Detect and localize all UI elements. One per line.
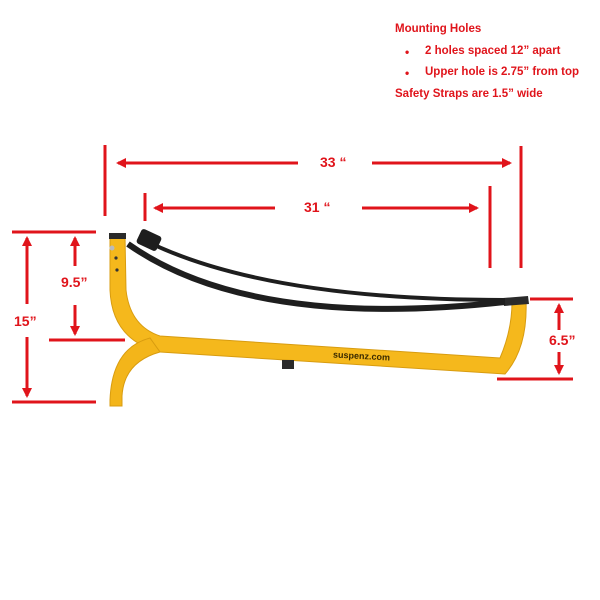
mounting-hole-icon	[115, 268, 119, 272]
label-arm-height: 9.5”	[59, 274, 90, 290]
dimension-arm-height	[49, 236, 125, 342]
dimension-overall-width	[103, 145, 523, 268]
label-overall-height: 15”	[12, 313, 39, 329]
label-inner-width: 31 “	[302, 199, 333, 215]
label-overall-width: 33 “	[318, 154, 349, 170]
dimension-inner-width	[143, 186, 492, 268]
notes-list: 2 holes spaced 12” apart Upper hole is 2…	[395, 45, 579, 79]
note-hole-spacing: 2 holes spaced 12” apart	[395, 45, 579, 57]
dimension-overall-height	[12, 230, 96, 404]
mounting-notes: Mounting Holes 2 holes spaced 12” apart …	[395, 23, 579, 100]
front-cap	[503, 296, 529, 306]
notes-strap-width: Safety Straps are 1.5” wide	[395, 87, 543, 100]
bolt-icon	[109, 245, 115, 251]
top-cap	[109, 233, 126, 239]
safety-straps	[126, 229, 506, 312]
strap-buckle	[136, 229, 162, 251]
label-front-height: 6.5”	[547, 332, 578, 348]
mounting-hole-icon	[114, 256, 118, 260]
notes-heading: Mounting Holes	[395, 23, 482, 35]
stop-block	[282, 360, 294, 369]
note-upper-hole: Upper hole is 2.75” from top	[395, 66, 579, 78]
dimension-front-height	[497, 297, 573, 381]
rack-frame	[109, 233, 529, 407]
